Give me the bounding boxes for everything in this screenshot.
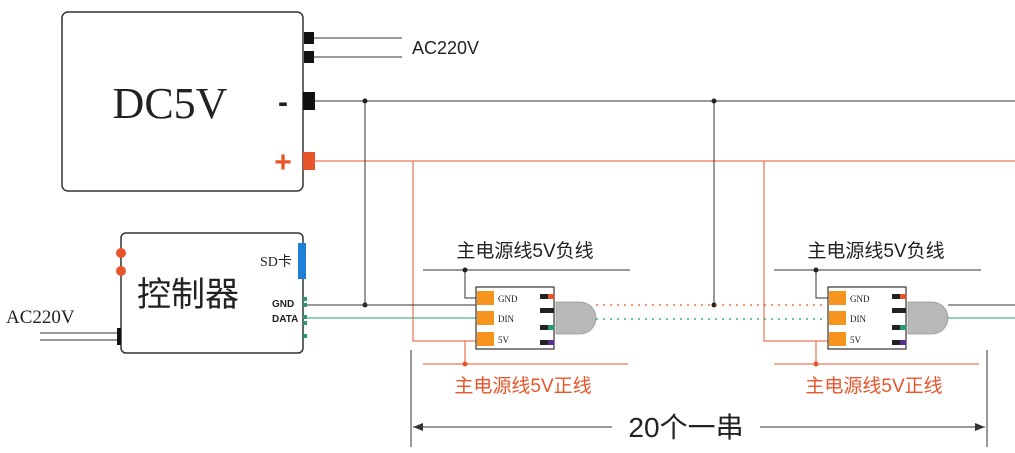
- ps-ac-label: AC220V: [412, 38, 479, 58]
- junction-dot: [813, 267, 819, 273]
- junction-dot: [462, 267, 468, 273]
- out-pin: [540, 294, 548, 299]
- port-pin: [303, 315, 307, 319]
- pin-label-din: DIN: [850, 314, 866, 324]
- string-label: 20个一串: [628, 412, 743, 443]
- led-lens: [555, 301, 597, 335]
- pin-label-gnd: GND: [850, 294, 870, 304]
- positive-drop-1: [412, 161, 476, 342]
- out-pin: [540, 325, 548, 330]
- led-lens: [907, 301, 949, 335]
- out-pin: [548, 308, 554, 313]
- controller-gnd-label: GND: [272, 299, 294, 310]
- neg-line-label: 主电源线5V负线: [456, 240, 593, 262]
- sd-card-slot: [298, 243, 306, 279]
- out-pin: [548, 294, 554, 299]
- ac-plug: [117, 328, 121, 345]
- pin-pad-gnd: [829, 291, 846, 305]
- port-pin: [303, 334, 307, 338]
- pin-pad-5v: [477, 332, 494, 346]
- controller-led-1: [116, 248, 126, 258]
- negative-terminal: [303, 92, 315, 110]
- plus-sign: +: [274, 146, 292, 179]
- pin-pad-din: [829, 311, 846, 325]
- junction-dot: [362, 98, 368, 104]
- ac-terminal-1: [304, 32, 314, 44]
- positive-drop-2: [763, 161, 828, 342]
- minus-sign: -: [278, 86, 288, 119]
- positive-terminal: [303, 152, 315, 170]
- string-dimension: 20个一串: [410, 350, 988, 447]
- neg-line-label: 主电源线5V负线: [807, 240, 944, 262]
- out-pin: [900, 325, 906, 330]
- controller-ac-label: AC220V: [6, 307, 75, 328]
- pin-pad-5v: [829, 332, 846, 346]
- out-pin: [540, 308, 548, 313]
- out-pin: [900, 294, 906, 299]
- port-pin: [303, 297, 307, 301]
- pos-line-label: 主电源线5V正线: [805, 375, 942, 397]
- sd-label: SD卡: [260, 254, 292, 270]
- junction-dot: [711, 98, 717, 104]
- controller-led-2: [116, 266, 126, 276]
- out-pin: [540, 340, 548, 345]
- out-pin: [892, 308, 900, 313]
- out-pin: [892, 325, 900, 330]
- controller: 控制器 SD卡 GND DATA AC220V: [6, 232, 307, 354]
- pin-pad-gnd: [477, 291, 494, 305]
- pos-line-label: 主电源线5V正线: [454, 375, 591, 397]
- out-pin: [892, 340, 900, 345]
- pin-label-5v: 5V: [498, 335, 510, 345]
- pixel-1: 主电源线5V负线 主电源线5V正线 GND DIN 5V: [423, 240, 630, 397]
- power-supply: DC5V - + AC220V: [61, 11, 479, 192]
- power-supply-label: DC5V: [113, 79, 228, 128]
- neg-tap: [464, 270, 476, 299]
- pin-label-5v: 5V: [850, 335, 862, 345]
- controller-box: [120, 232, 304, 354]
- port-pin: [303, 321, 307, 325]
- out-pin: [548, 340, 554, 345]
- pixel-2: 主电源线5V负线 主电源线5V正线 GND DIN 5V: [774, 240, 981, 397]
- ac-terminal-2: [304, 51, 314, 63]
- controller-label: 控制器: [137, 276, 239, 314]
- pin-label-gnd: GND: [498, 294, 518, 304]
- junction-dot: [813, 361, 819, 367]
- out-pin: [900, 340, 906, 345]
- pin-pad-din: [477, 311, 494, 325]
- port-pin: [303, 303, 307, 307]
- pin-label-din: DIN: [498, 314, 514, 324]
- neg-tap: [815, 270, 828, 299]
- out-pin: [900, 308, 906, 313]
- junction-dot: [462, 361, 468, 367]
- out-pin: [892, 294, 900, 299]
- out-pin: [548, 325, 554, 330]
- controller-data-label: DATA: [272, 314, 298, 325]
- junction-dot: [711, 302, 717, 308]
